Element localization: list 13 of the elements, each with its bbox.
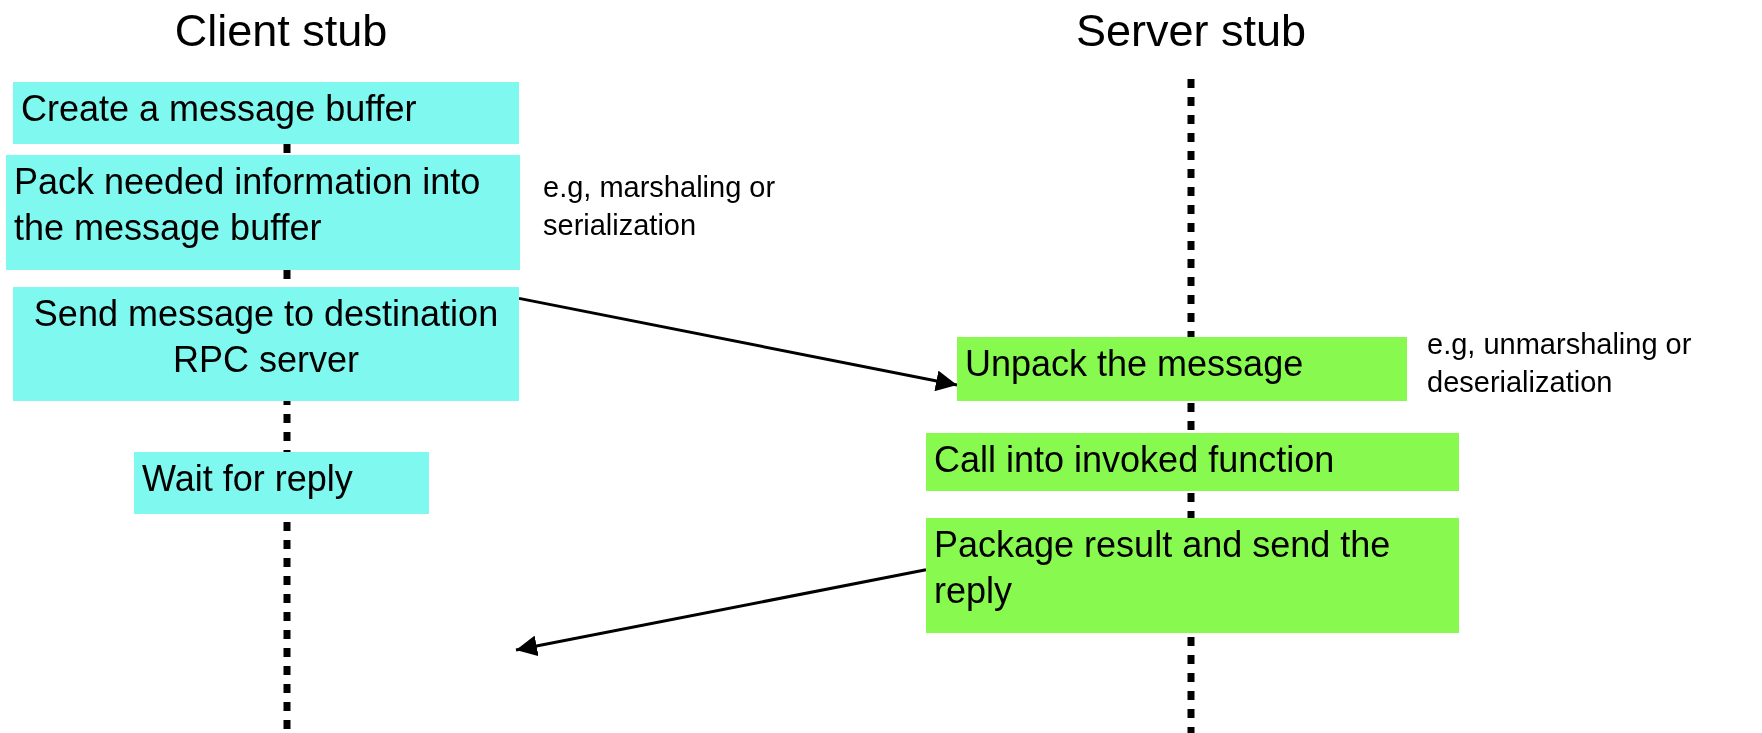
step-box: Pack needed information into the message buffer <box>6 155 520 270</box>
step-box: Wait for reply <box>134 452 429 514</box>
lifeline-heading: Client stub <box>131 3 431 59</box>
side-note: e.g, marshaling or serialization <box>543 170 777 243</box>
step-box: Create a message buffer <box>13 82 519 144</box>
step-box: Send message to destination RPC server <box>13 287 519 401</box>
step-box: Call into invoked function <box>926 433 1459 491</box>
step-box: Package result and send the reply <box>926 518 1459 633</box>
step-box: Unpack the message <box>957 337 1407 401</box>
side-note: e.g, unmarshaling or deserialization <box>1427 327 1693 400</box>
arrow <box>518 296 958 392</box>
arrow <box>515 568 927 657</box>
lifeline-heading: Server stub <box>1041 3 1341 59</box>
